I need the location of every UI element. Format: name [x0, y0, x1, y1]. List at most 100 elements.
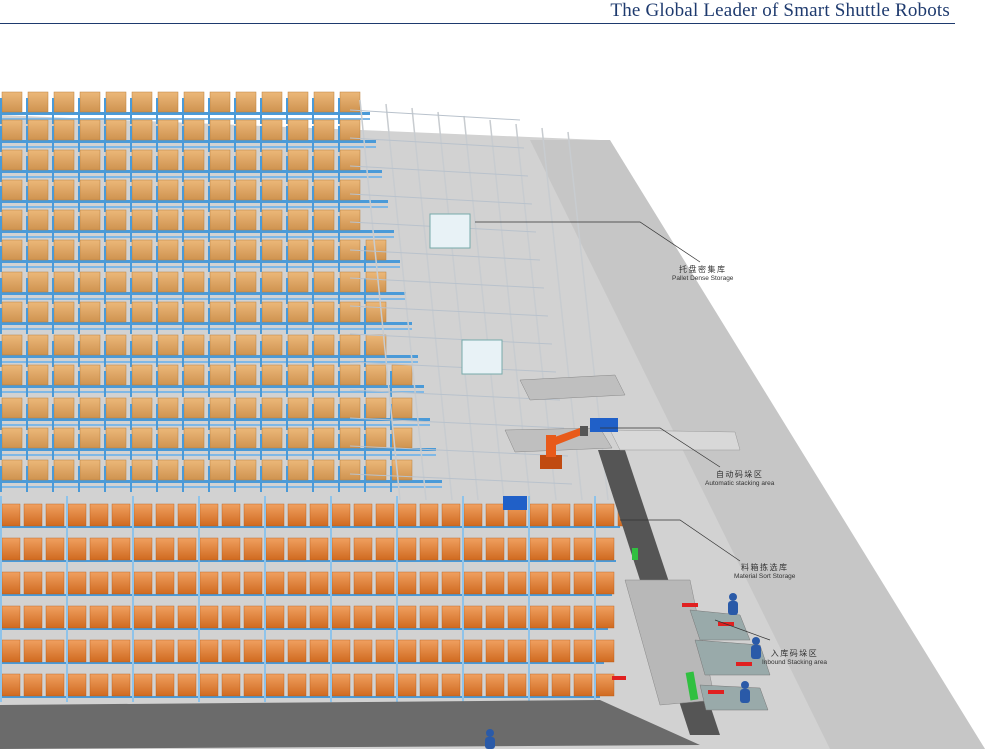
blue-bin-1 [590, 418, 618, 432]
bin-rack-beam [0, 696, 600, 698]
pallet-box [157, 149, 179, 171]
bin-rack-beam [0, 526, 620, 528]
frame-rail [349, 473, 573, 485]
bin-tote [221, 605, 241, 629]
bin-tote [331, 605, 351, 629]
pallet-box [365, 364, 387, 386]
rack-upright [104, 246, 106, 272]
bin-tote [133, 503, 153, 527]
bin-rack-upright [462, 496, 464, 532]
rack-upright [390, 466, 392, 492]
rack-upright [312, 466, 314, 492]
floor-right-edge [530, 140, 985, 749]
rack-beam [0, 200, 388, 203]
rack-upright [156, 308, 158, 334]
bin-tote [111, 571, 131, 595]
rack-upright [286, 126, 288, 152]
pallet-box [27, 119, 49, 141]
bin-rack-upright [528, 530, 530, 566]
pallet-box [287, 119, 309, 141]
bin-tote [199, 571, 219, 595]
rack-upright [156, 216, 158, 242]
bin-rack-upright [264, 598, 266, 634]
bin-tote [45, 605, 65, 629]
pallet-box [131, 301, 153, 323]
pallet-box [105, 301, 127, 323]
bin-tote [331, 503, 351, 527]
palletizing-robot-arm [540, 426, 588, 469]
rack-upright [208, 308, 210, 334]
bin-tote [155, 537, 175, 561]
rack-beam [0, 486, 442, 488]
rack-upright [260, 216, 262, 242]
bin-tote [67, 605, 87, 629]
bin-rack-beam [0, 560, 616, 562]
frame-rail [349, 305, 549, 317]
pallet-box [339, 397, 361, 419]
pallet-box [1, 459, 23, 481]
rack-upright [130, 466, 132, 492]
pallet-box [183, 179, 205, 201]
frame-rail [349, 165, 529, 177]
rack-upright [104, 341, 106, 367]
rack-upright [234, 341, 236, 367]
bin-tote [595, 639, 615, 663]
pallet-box [339, 149, 361, 171]
rack-upright [286, 308, 288, 334]
bin-tote [551, 605, 571, 629]
rack-upright [312, 434, 314, 460]
pallet-box [157, 209, 179, 231]
pallet-box [1, 397, 23, 419]
rack-upright [130, 156, 132, 182]
rack-upright [208, 126, 210, 152]
pallet-box [209, 364, 231, 386]
pallet-box [79, 179, 101, 201]
frame-post [411, 107, 453, 501]
pallet-box [131, 209, 153, 231]
pallet-box [287, 271, 309, 293]
rack-upright [260, 308, 262, 334]
rack-upright [234, 404, 236, 430]
pallet-box [183, 149, 205, 171]
rack-upright [338, 434, 340, 460]
pallet-box [53, 149, 75, 171]
callout-label-zh: 入库码垛区 [770, 649, 819, 658]
bin-tote [67, 503, 87, 527]
rack-upright [338, 156, 340, 182]
pallet-box [1, 149, 23, 171]
bin-rack-upright [264, 564, 266, 600]
callout-label-en: Pallet Dense Storage [672, 275, 734, 282]
rack-upright [286, 246, 288, 272]
bin-rack-upright [0, 632, 2, 668]
rack-upright [312, 186, 314, 212]
pallet-box [235, 459, 257, 481]
bin-tote [419, 571, 439, 595]
rack-upright [26, 308, 28, 334]
bin-tote [375, 537, 395, 561]
callout-pallet-dense-storage: 托盘密集库 Pallet Dense Storage [672, 264, 733, 282]
rack-upright [156, 156, 158, 182]
pallet-box [27, 271, 49, 293]
bin-tote [573, 571, 593, 595]
pallet-box [157, 459, 179, 481]
bin-tote [485, 639, 505, 663]
pallet-box [313, 364, 335, 386]
callout-automatic-stacking: 自动码垛区 Automatic stacking area [705, 469, 774, 487]
pallet-box [261, 301, 283, 323]
bin-tote [529, 673, 549, 697]
bin-rack-upright [66, 666, 68, 702]
pallet-box [287, 364, 309, 386]
rack-upright [208, 186, 210, 212]
bin-tote [243, 605, 263, 629]
rack-upright [182, 434, 184, 460]
pallet-box [1, 364, 23, 386]
bin-rack-upright [594, 530, 596, 566]
rack-upright [156, 98, 158, 124]
pallet-box [53, 364, 75, 386]
frame-rail [349, 109, 521, 121]
bin-tote [243, 639, 263, 663]
worker-figure-4 [485, 729, 495, 749]
pallet-box [27, 91, 49, 113]
bin-tote [111, 537, 131, 561]
